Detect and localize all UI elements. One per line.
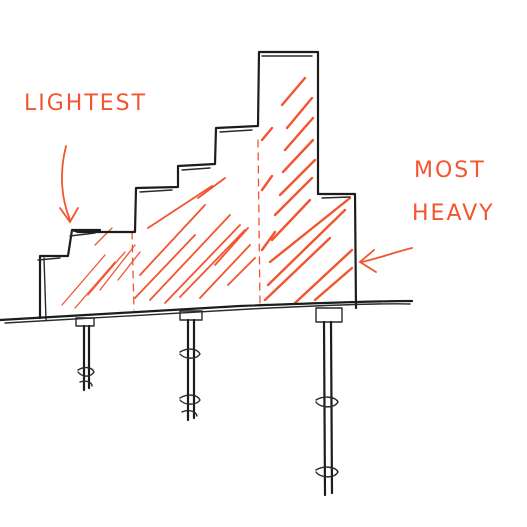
- label-heavy: HEAVY: [412, 201, 495, 226]
- label-lightest: LIGHTEST: [24, 91, 147, 116]
- heavy-load-hatching: [260, 76, 354, 305]
- zone-divider-lines: [131, 139, 261, 311]
- foundation-pile-left: [75, 317, 95, 392]
- ground-line-overstroke: [4, 303, 411, 324]
- arrow-to-lightest-icon: [59, 145, 79, 224]
- light-load-hatching: [61, 227, 141, 309]
- foundation-pile-middle: [179, 310, 203, 422]
- arrow-to-heaviest-icon: [358, 247, 413, 273]
- label-most: MOST: [414, 158, 486, 183]
- ground-line: [0, 299, 414, 322]
- medium-load-hatching: [134, 177, 256, 304]
- building-outline-overstroke: [37, 55, 351, 321]
- stepped-building-outline: [38, 50, 358, 320]
- foundation-pile-right: [315, 307, 343, 497]
